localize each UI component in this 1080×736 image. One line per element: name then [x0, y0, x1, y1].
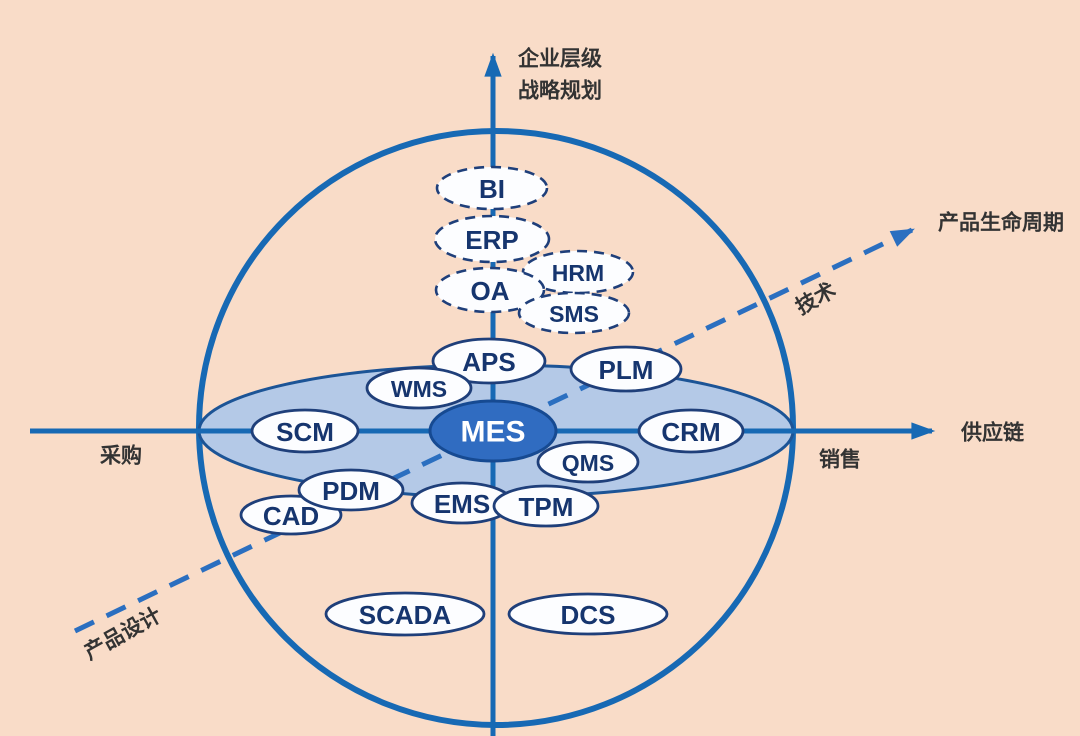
diagonal-axis-arrow-label: 产品生命周期: [938, 211, 1064, 235]
erp-label: ERP: [465, 225, 518, 255]
tpm-ellipse: [492, 484, 600, 528]
procurement-region-label: 采购: [100, 444, 142, 468]
sales-region-label: 销售: [819, 448, 861, 472]
cad-label: CAD: [263, 501, 319, 531]
node-scada: SCADA: [324, 591, 486, 637]
node-crm: CRM: [637, 408, 745, 454]
pdm-label: PDM: [322, 476, 380, 506]
diagonal-axis-lower-label: 产品设计: [80, 603, 165, 665]
node-pdm: PDM: [297, 468, 405, 512]
bi-label: BI: [479, 174, 505, 204]
node-hrm: HRM: [521, 249, 635, 295]
aps-label: APS: [462, 347, 515, 377]
node-plm: PLM: [569, 345, 683, 393]
hrm-label: HRM: [552, 260, 604, 286]
crm-label: CRM: [661, 417, 720, 447]
node-wms: WMS: [365, 366, 473, 410]
qms-label: QMS: [562, 450, 614, 476]
plm-ellipse: [569, 345, 683, 393]
vertical-axis-label-line2: 战略规划: [518, 79, 602, 103]
node-tpm: TPM: [492, 484, 600, 528]
wms-label: WMS: [391, 376, 447, 402]
dcs-ellipse: [507, 592, 669, 636]
scm-ellipse: [250, 408, 360, 454]
node-oa: OA: [434, 266, 546, 314]
node-sms: SMS: [517, 291, 631, 335]
scada-ellipse: [324, 591, 486, 637]
diagonal-axis-upper-label: 技术: [792, 279, 840, 319]
sms-label: SMS: [549, 301, 599, 327]
mes-ellipse: [428, 399, 558, 463]
pdm-ellipse: [297, 468, 405, 512]
node-qms: QMS: [536, 440, 640, 484]
bi-ellipse: [435, 165, 549, 211]
node-dcs: DCS: [507, 592, 669, 636]
erp-ellipse: [433, 214, 551, 264]
horizontal-axis-arrow-label: 供应链: [960, 421, 1025, 445]
dcs-label: DCS: [561, 600, 616, 630]
node-bi: BI: [435, 165, 549, 211]
aps-ellipse: [431, 337, 547, 385]
sms-ellipse: [517, 291, 631, 335]
qms-ellipse: [536, 440, 640, 484]
scm-label: SCM: [276, 417, 334, 447]
plm-label: PLM: [599, 355, 654, 385]
crm-ellipse: [637, 408, 745, 454]
wms-ellipse: [365, 366, 473, 410]
mes-label: MES: [460, 416, 525, 449]
node-erp: ERP: [433, 214, 551, 264]
node-aps: APS: [431, 337, 547, 385]
node-mes: MES: [428, 399, 558, 463]
oa-ellipse: [434, 266, 546, 314]
scada-label: SCADA: [359, 600, 452, 630]
vertical-axis-label-line1: 企业层级: [517, 47, 602, 71]
tpm-label: TPM: [519, 492, 574, 522]
hrm-ellipse: [521, 249, 635, 295]
oa-label: OA: [471, 276, 510, 306]
ems-label: EMS: [434, 489, 490, 519]
node-ems: EMS: [410, 481, 514, 525]
node-scm: SCM: [250, 408, 360, 454]
